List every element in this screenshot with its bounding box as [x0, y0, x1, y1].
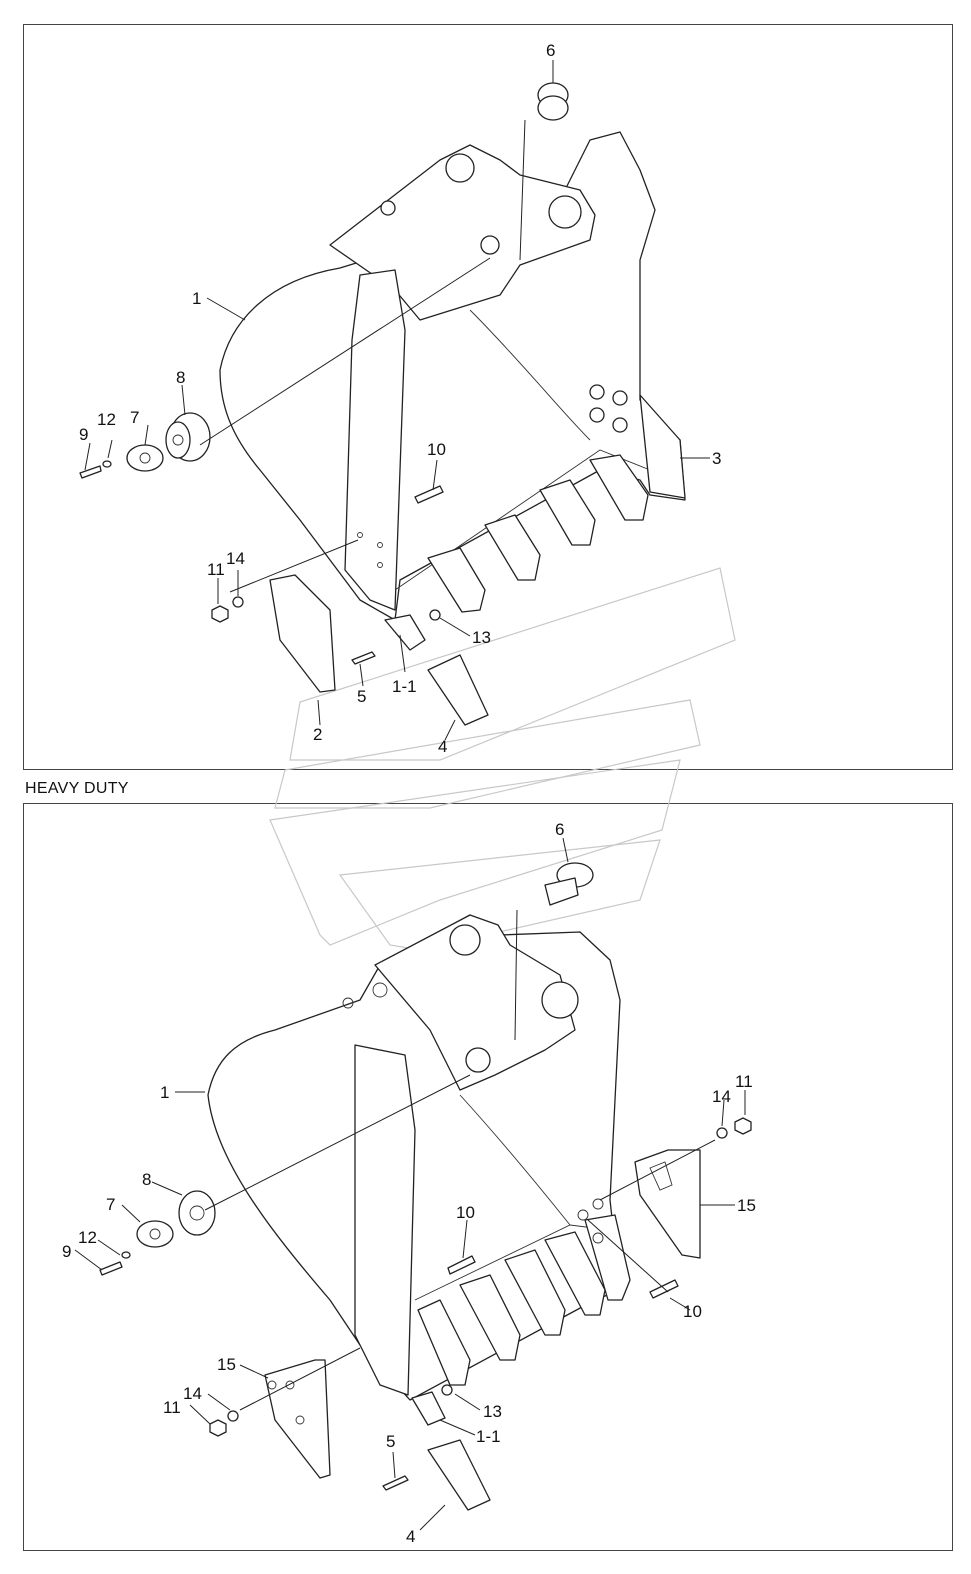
- callout-7: 7: [106, 1195, 115, 1214]
- callout-13: 13: [483, 1402, 502, 1421]
- callout-11: 11: [207, 560, 225, 579]
- callout-12: 12: [78, 1228, 97, 1247]
- callout-1: 1: [192, 289, 201, 308]
- callout-13: 13: [472, 628, 491, 647]
- callout-4: 4: [406, 1527, 415, 1546]
- callout-4: 4: [438, 737, 447, 756]
- callout-1-1: 1-1: [392, 677, 417, 696]
- callout-15-right: 15: [737, 1196, 756, 1215]
- callout-1-1: 1-1: [476, 1427, 501, 1446]
- callout-14-left: 14: [183, 1384, 202, 1403]
- callout-5: 5: [386, 1432, 395, 1451]
- callout-1: 1: [160, 1083, 169, 1102]
- watermark-logo: [269, 567, 736, 951]
- callout-5: 5: [357, 687, 366, 706]
- top-callout-labels: 6 1 8 7 12 9 10 3 11 14 13 1-1 5 2 4: [79, 41, 721, 756]
- callout-10-lower: 10: [683, 1302, 702, 1321]
- callout-7: 7: [130, 408, 139, 427]
- callout-6: 6: [555, 820, 564, 839]
- callout-15-left: 15: [217, 1355, 236, 1374]
- callout-3: 3: [712, 449, 721, 468]
- callout-14: 14: [226, 549, 245, 568]
- callout-9: 9: [79, 425, 88, 444]
- callout-8: 8: [142, 1170, 151, 1189]
- callout-14-right: 14: [712, 1087, 731, 1106]
- callout-10: 10: [427, 440, 446, 459]
- callout-11-left: 11: [163, 1398, 181, 1417]
- callout-12: 12: [97, 410, 116, 429]
- bottom-callout-labels: 6 1 8 7 12 9 10 14 11 15 10 15 14 11 13 …: [62, 820, 756, 1546]
- callout-10-upper: 10: [456, 1203, 475, 1222]
- callout-8: 8: [176, 368, 185, 387]
- bottom-bucket-drawing: [74, 837, 752, 1531]
- callout-6: 6: [546, 41, 555, 60]
- callout-9: 9: [62, 1242, 71, 1261]
- top-bucket-drawing: [79, 60, 710, 741]
- callout-2: 2: [313, 725, 322, 744]
- section-label-heavy-duty: HEAVY DUTY: [25, 780, 129, 797]
- callout-11-right: 11: [735, 1072, 753, 1091]
